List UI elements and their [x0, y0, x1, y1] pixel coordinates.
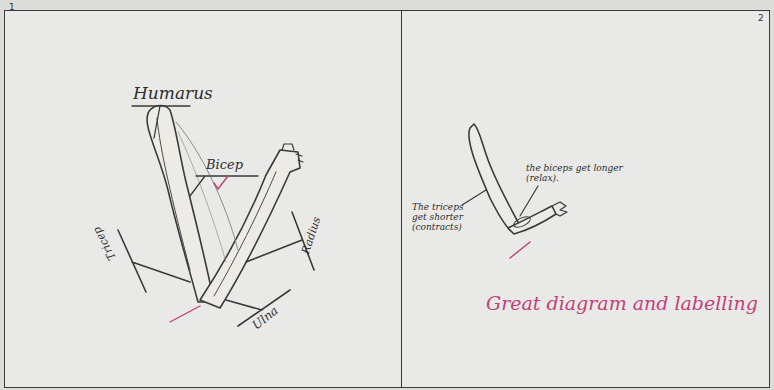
tick-mark [170, 306, 200, 322]
leader-line [190, 176, 258, 196]
leader-line [462, 190, 486, 205]
tick-mark [510, 242, 530, 258]
part-label: Ulna [250, 304, 281, 332]
upper-arm-sketch [469, 124, 520, 230]
hand-sketch [552, 202, 567, 216]
worksheet-panel: 1 [4, 10, 402, 388]
humerus-bone [147, 106, 214, 303]
part-label: Humarus [133, 84, 213, 103]
teacher-comment: Great diagram and labelling [486, 293, 758, 314]
hand-end [282, 144, 303, 162]
part-label: Tricep [91, 225, 118, 262]
bicep-muscle [178, 132, 226, 262]
bicep-muscle [176, 122, 238, 250]
panel-number: 2 [758, 13, 764, 23]
worksheet-panel: 2 [401, 10, 770, 388]
panel-number: 1 [9, 2, 15, 12]
leader-line [132, 106, 190, 138]
part-label: Radius [300, 215, 323, 255]
forearm-sketch [508, 206, 556, 234]
muscle-sketch [512, 215, 532, 230]
humerus-inner [157, 118, 190, 270]
forearm-inner [214, 172, 276, 296]
leader-line [520, 186, 538, 216]
annotation-note: the biceps get longer (relax). [526, 164, 630, 184]
forearm-bone [200, 150, 300, 308]
part-label: Bicep [206, 158, 243, 172]
annotation-note: The triceps get shorter (contracts) [412, 203, 476, 233]
leader-line [118, 230, 190, 292]
tick-mark [214, 176, 228, 189]
